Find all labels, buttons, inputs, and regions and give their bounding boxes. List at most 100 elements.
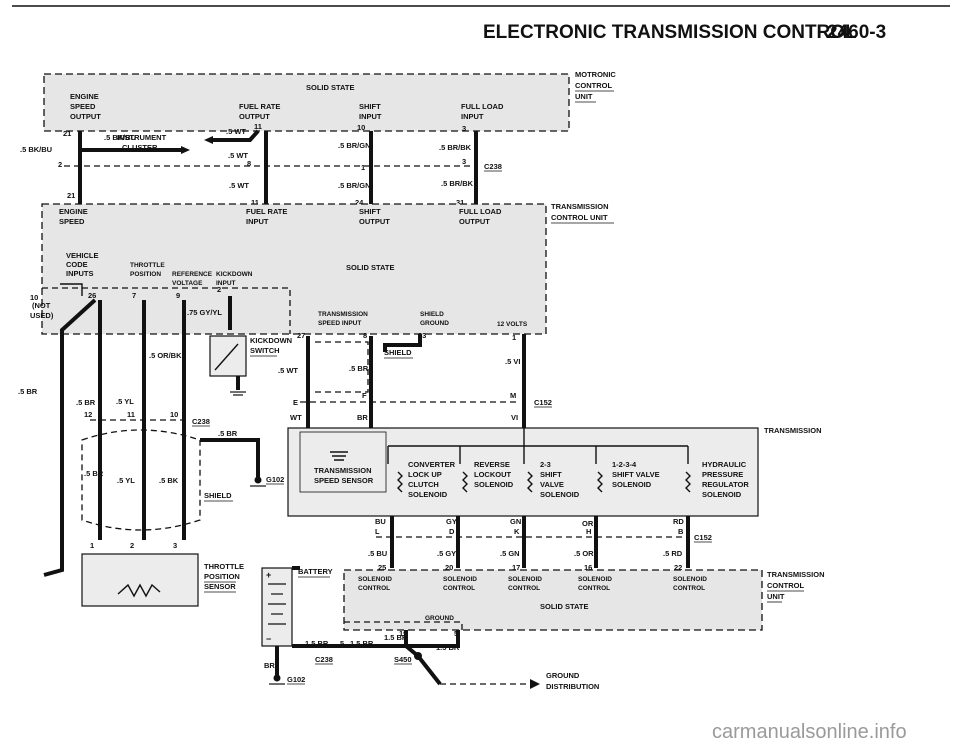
solctl-4a: SOLENOID: [578, 576, 612, 583]
kickdown-label-1: KICKDOWN: [250, 336, 292, 345]
solctl-2b: CONTROL: [443, 585, 475, 592]
pin-5-batt: 5: [340, 639, 344, 648]
tcu-inner-section: [42, 287, 291, 334]
wire-color-15br-2: 1.5 BR: [350, 639, 374, 648]
motronic-out-fuel-1: FUEL RATE: [239, 102, 280, 111]
pin-8-speed: 8: [363, 331, 367, 340]
solenoid-hydraulic: HYDRAULIC PRESSURE REGULATOR SOLENOID: [685, 460, 749, 499]
solctl-3b: CONTROL: [508, 585, 540, 592]
solctl-1b: CONTROL: [358, 585, 390, 592]
kickdown-switch-contact: [214, 343, 239, 371]
tcu-kickdown-2: INPUT: [216, 280, 236, 287]
pin-19: 19: [399, 629, 407, 638]
tcu-shield-ground-2: GROUND: [420, 320, 449, 327]
solctl-4b: CONTROL: [578, 585, 610, 592]
sol-hydraulic-4: SOLENOID: [702, 490, 742, 499]
pin-7: 7: [132, 291, 136, 300]
battery-minus: −: [266, 634, 271, 644]
wire-color-br-1: .5 BR: [349, 364, 369, 373]
solctl-2a: SOLENOID: [443, 576, 477, 583]
pin-17: 17: [512, 563, 520, 572]
wire-color-wt-1: .5 WT: [226, 127, 246, 136]
motronic-in-shift-2: INPUT: [359, 112, 382, 121]
solctl-5a: SOLENOID: [673, 576, 707, 583]
wire-color-15br-3: 1.5 BR: [384, 633, 408, 642]
throttle-resistor: [117, 583, 161, 598]
tcu-vehicle-1: VEHICLE: [66, 251, 99, 260]
pin-11-top: 11: [254, 122, 262, 131]
wire-color-bk: .5 BK: [159, 476, 179, 485]
wire-color-5gn: .5 GN: [500, 549, 520, 558]
tcu-trans-speed-1: TRANSMISSION: [318, 311, 368, 318]
pin-16: 16: [584, 563, 592, 572]
motronic-name-3: UNIT: [575, 92, 593, 101]
pin-12: 12: [84, 410, 92, 419]
pin-m: M: [510, 391, 516, 400]
solenoid-coil-3: [527, 471, 533, 493]
solctl-1a: SOLENOID: [358, 576, 392, 583]
tcu-in-engine-2: SPEED: [59, 217, 85, 226]
wire-color-br-batt: BR: [264, 661, 275, 670]
wire-code-d: D: [449, 527, 455, 536]
pin-2-mid: 3: [462, 157, 466, 166]
battery-label: BATTERY: [298, 567, 333, 576]
tcu-name-2: CONTROL UNIT: [551, 213, 608, 222]
motronic-solid-state: SOLID STATE: [306, 83, 354, 92]
cluster-label-1: INSTRUMENT: [117, 133, 167, 142]
ground-wire-5: [406, 630, 460, 648]
tcu-lower-ground-section: [344, 621, 463, 630]
tcu-trans-speed-2: SPEED INPUT: [318, 320, 361, 327]
connector-c238-top: C238: [484, 162, 502, 171]
sol-23-2: SHIFT: [540, 470, 562, 479]
connector-c152-top: C152: [534, 398, 552, 407]
tcu-refvolt-1: REFERENCE: [172, 271, 213, 278]
wire-color-vi-2: VI: [511, 413, 518, 422]
tcu-out-fullload-2: OUTPUT: [459, 217, 490, 226]
pin-25: 25: [378, 563, 386, 572]
pin-3-tps: 3: [173, 541, 177, 550]
sol-reverse-3: SOLENOID: [474, 480, 514, 489]
speed-sensor-body: [299, 431, 387, 493]
pin-3-left: 2: [58, 160, 62, 169]
wire-color-wt-2: .5 WT: [228, 151, 248, 160]
splice-s450-label: S450: [394, 655, 412, 664]
sol-23-1: 2-3: [540, 460, 551, 469]
tcu-vehicle-2: CODE: [66, 260, 88, 269]
pin-1-12v: 1: [512, 333, 516, 342]
sol-converter-4: SOLENOID: [408, 490, 448, 499]
solenoid-converter: CONVERTER LOCK UP CLUTCH SOLENOID: [397, 460, 456, 499]
sol-converter-2: LOCK UP: [408, 470, 442, 479]
wire-color-5or: .5 OR: [574, 549, 594, 558]
battery-plus: +: [266, 570, 271, 580]
pin-24-tcu: 24: [355, 198, 364, 207]
tcu-vehicle-3: INPUTS: [66, 269, 94, 278]
wire-color-15br-4: 1.5 BR: [436, 643, 460, 652]
tcu-out-shift-2: OUTPUT: [359, 217, 390, 226]
solenoid-coil-4: [597, 471, 603, 493]
wire-color-yl-2: .5 YL: [117, 476, 135, 485]
solenoid-reverse: REVERSE LOCKOUT SOLENOID: [462, 460, 514, 493]
ground-dist-label-1: GROUND: [546, 671, 580, 680]
wire-color-15br-1: 1.5 BR: [305, 639, 329, 648]
pin-10-notused: 10: [30, 293, 38, 302]
pin-26: 26: [88, 291, 96, 300]
tcu-kickdown-1: KICKDOWN: [216, 271, 253, 278]
solctl-5b: CONTROL: [673, 585, 705, 592]
solenoid-2-3: 2-3 SHIFT VALVE SOLENOID: [527, 460, 580, 499]
tcu-lower-box: [343, 569, 763, 631]
wire-code-h: H: [586, 527, 591, 536]
sol-23-4: SOLENOID: [540, 490, 580, 499]
tcu-lower-solid-state: SOLID STATE: [540, 602, 588, 611]
tcu-12v: 12 VOLTS: [497, 321, 528, 328]
pin-21-top: 21: [63, 129, 71, 138]
vehicle-code-bracket: [60, 283, 83, 296]
speed-sensor-label-2: SPEED SENSOR: [314, 476, 374, 485]
solenoid-coil-5: [685, 471, 691, 493]
tcu-upper-box: [41, 203, 547, 335]
throttle-label-1: THROTTLE: [204, 562, 244, 571]
transmission-label: TRANSMISSION: [764, 426, 822, 435]
shield-label-2: SHIELD: [204, 491, 232, 500]
throttle-position-sensor: [81, 553, 199, 607]
connector-c238-mid: C238: [192, 417, 210, 426]
sol-converter-3: CLUTCH: [408, 480, 439, 489]
